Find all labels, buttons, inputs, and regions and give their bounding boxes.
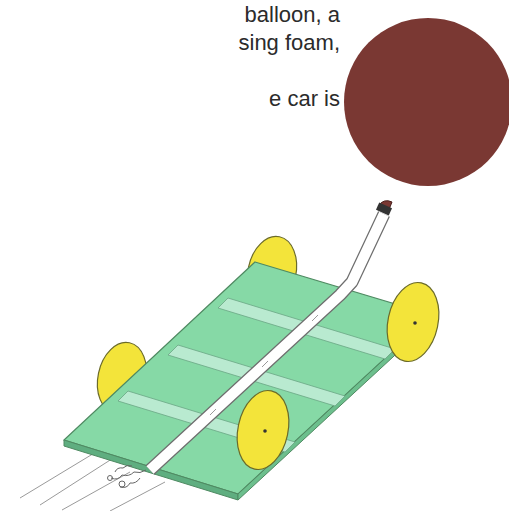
text-fragment: sing foam, xyxy=(239,30,341,56)
text-fragment: balloon, a xyxy=(245,2,340,28)
text-fragment: e car is xyxy=(269,86,340,112)
air-exhaust xyxy=(108,465,147,487)
near-wheels xyxy=(230,278,446,475)
balloon xyxy=(344,18,509,216)
